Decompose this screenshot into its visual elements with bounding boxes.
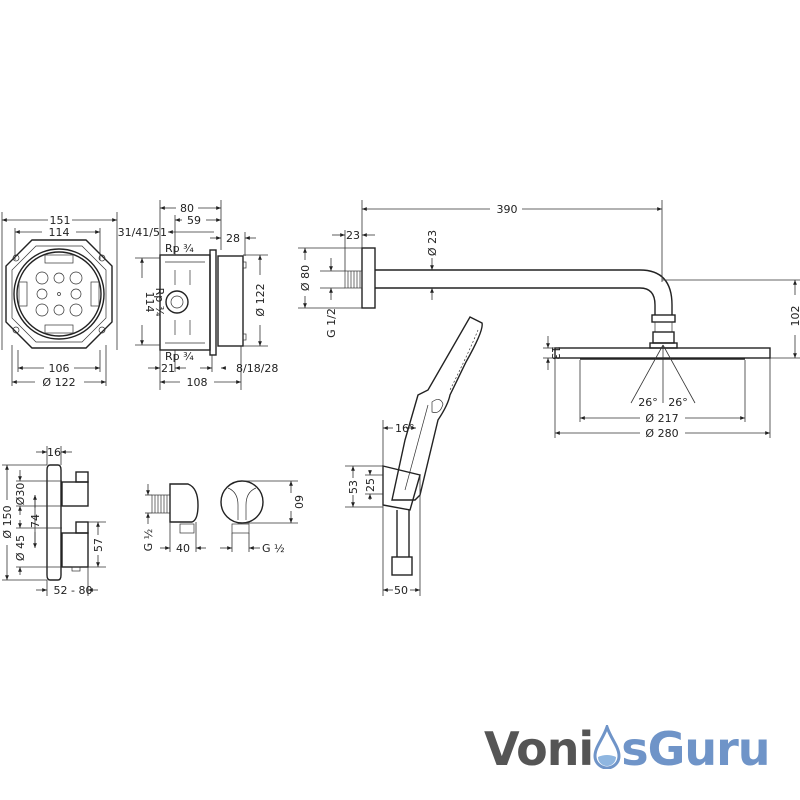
- dim-151: 151: [50, 214, 71, 227]
- dim-102: 102: [789, 306, 800, 327]
- dim-28: 28: [226, 232, 240, 245]
- dim-31-41-51: 31/41/51: [118, 226, 167, 239]
- dim-25: 25: [364, 478, 377, 492]
- wall-outlet-front: 60 G ½: [220, 480, 305, 555]
- hand-shower: 16° 53 25 50: [345, 316, 483, 597]
- dim-dia-30: Ø30: [14, 483, 27, 506]
- dim-23: 23: [346, 229, 360, 242]
- dim-52-80: 52 - 80: [54, 584, 93, 597]
- dim-80: 80: [180, 202, 194, 215]
- mounting-box-side: 80 59 31/41/51 28 Rp ¾ Rp ¾ Rp ¾ 114 Ø 1…: [118, 200, 278, 390]
- dim-53: 53: [347, 480, 360, 494]
- dim-g-half-right: G ½: [262, 542, 285, 555]
- rp-top-label: Rp ¾: [165, 242, 194, 255]
- wall-outlet-side: G ½ 40: [142, 483, 206, 555]
- mounting-box-front: 151 114 106 Ø 122: [1, 212, 118, 389]
- dim-dia-217: Ø 217: [645, 412, 678, 425]
- dim-13: 13: [549, 346, 562, 360]
- dim-21: 21: [161, 362, 175, 375]
- dim-8-18-28: 8/18/28: [236, 362, 278, 375]
- dim-dia-23: Ø 23: [426, 230, 439, 256]
- angle-right: 26°: [668, 396, 688, 409]
- dim-60: 60: [292, 495, 305, 509]
- logo-text-light: sGuru: [621, 722, 770, 776]
- dim-dia-150: Ø 150: [1, 505, 14, 538]
- water-drop-icon: [593, 725, 621, 769]
- rp-bottom-label: Rp ¾: [165, 350, 194, 363]
- dim-59: 59: [187, 214, 201, 227]
- dim-dia-280: Ø 280: [645, 427, 678, 440]
- dim-108: 108: [187, 376, 208, 389]
- angle-left: 26°: [638, 396, 658, 409]
- dim-g-1-2: G 1/2: [325, 308, 338, 338]
- dim-g-half-left: G ½: [142, 529, 155, 552]
- vonios-guru-logo: Voni sGuru: [484, 722, 771, 776]
- dim-57: 57: [92, 538, 105, 552]
- angle-16: 16°: [395, 422, 415, 435]
- dim-50: 50: [394, 584, 408, 597]
- dim-dia-80: Ø 80: [299, 265, 312, 291]
- thermostat-side: 16 Ø 150 Ø30 74 Ø 45 57 52 - 80: [1, 446, 106, 597]
- dim-16: 16: [47, 446, 61, 459]
- dim-40: 40: [176, 542, 190, 555]
- dim-390: 390: [497, 203, 518, 216]
- dim-dia-122: Ø 122: [42, 376, 75, 389]
- shower-arm-and-head: 390 23 Ø 23 Ø 80 G 1/2 102 13 26° 26° Ø …: [298, 200, 800, 440]
- dim-dia-122-vertical: Ø 122: [254, 283, 267, 316]
- dim-114: 114: [49, 226, 70, 239]
- logo-text-dark: Voni: [484, 722, 594, 776]
- dim-114-vertical: 114: [143, 292, 156, 313]
- dim-74: 74: [29, 514, 42, 528]
- dim-106: 106: [49, 362, 70, 375]
- dim-dia-45: Ø 45: [14, 535, 27, 561]
- rp-mid-label: Rp ¾: [153, 288, 166, 317]
